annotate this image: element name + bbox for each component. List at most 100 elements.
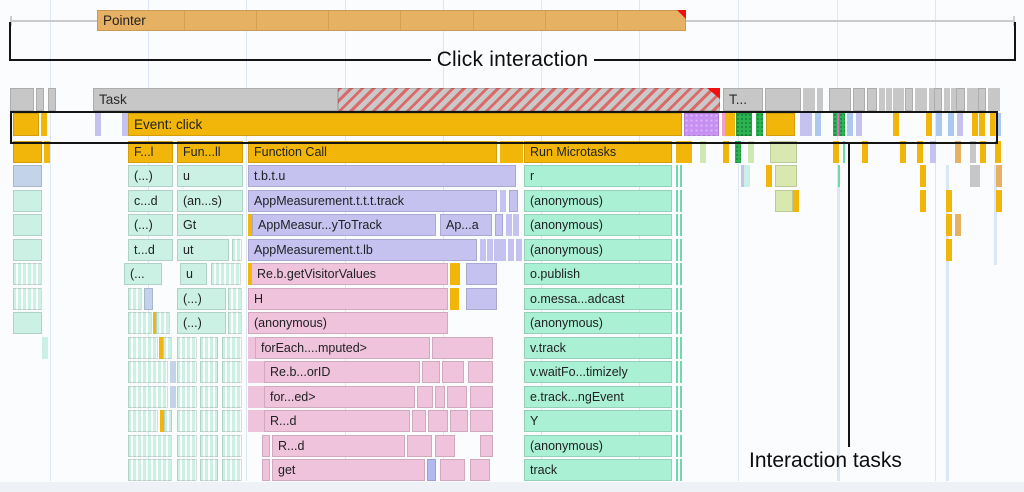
flame-bar[interactable] [495, 214, 503, 236]
flame-bar[interactable]: r [524, 165, 672, 187]
flame-bar[interactable]: Gt [177, 214, 243, 236]
flame-bar[interactable] [164, 410, 172, 432]
flame-bar[interactable]: R...d [264, 410, 410, 432]
flame-bar[interactable] [48, 88, 56, 111]
pointer-divider[interactable] [256, 11, 257, 30]
flame-bar[interactable]: (... [124, 263, 162, 285]
flame-bar[interactable] [44, 141, 50, 163]
flame-bar[interactable] [676, 141, 682, 163]
flame-bar[interactable] [946, 239, 952, 261]
interaction-tasks-label[interactable]: Interaction tasks [749, 449, 902, 472]
flame-bar[interactable] [893, 88, 899, 111]
flame-bar[interactable] [170, 361, 176, 383]
flame-bar[interactable] [930, 141, 936, 163]
pointer-divider[interactable] [545, 11, 546, 30]
flame-bar[interactable] [735, 141, 741, 163]
flame-bar[interactable] [253, 410, 259, 432]
flame-bar[interactable]: (...) [177, 312, 226, 334]
flame-bar[interactable] [500, 141, 506, 163]
task-hatched-region[interactable] [338, 88, 720, 111]
flame-bar[interactable] [867, 88, 877, 111]
flame-bar[interactable] [156, 312, 170, 334]
flame-bar[interactable] [128, 435, 172, 457]
flame-bar[interactable] [428, 410, 448, 432]
flame-bar[interactable] [447, 386, 467, 408]
flame-bar[interactable] [13, 141, 42, 163]
flame-bar[interactable] [917, 141, 923, 163]
flame-bar[interactable]: Function Call [248, 141, 497, 163]
flame-bar[interactable]: AppMeasurement.t.lb [248, 239, 477, 261]
flame-bar[interactable] [680, 190, 682, 212]
flame-bar[interactable] [676, 214, 678, 236]
flame-bar[interactable] [680, 312, 682, 334]
flame-bar[interactable] [839, 113, 845, 136]
flame-bar[interactable]: (an...s) [177, 190, 243, 212]
flame-bar[interactable] [800, 113, 806, 136]
flame-bar[interactable]: v.track [524, 337, 672, 359]
flame-bar[interactable] [248, 337, 254, 359]
flame-bar[interactable] [680, 459, 682, 481]
flame-bar[interactable] [128, 410, 158, 432]
flame-bar[interactable] [996, 165, 1002, 187]
flame-bar[interactable] [516, 239, 522, 261]
flame-bar[interactable] [435, 386, 445, 408]
flame-bar[interactable] [222, 361, 242, 383]
flame-bar[interactable] [680, 239, 682, 261]
flame-bar[interactable] [680, 361, 682, 383]
flame-bar[interactable] [766, 165, 772, 187]
flame-bar[interactable] [974, 165, 980, 187]
flame-bar[interactable] [407, 435, 432, 457]
flame-bar[interactable]: for...ed> [264, 386, 415, 408]
flame-bar[interactable] [177, 386, 197, 408]
flame-bar[interactable] [228, 312, 242, 334]
flame-bar[interactable] [775, 190, 793, 212]
flame-bar[interactable] [847, 113, 853, 136]
flame-bar[interactable] [128, 459, 172, 481]
flame-bar[interactable]: t.b.t.u [248, 165, 516, 187]
flame-bar[interactable] [432, 337, 493, 359]
flame-bar[interactable] [494, 239, 500, 261]
flame-bar[interactable]: Re.b...orID [264, 361, 420, 383]
pointer-divider[interactable] [328, 11, 329, 30]
flame-bar[interactable]: (anonymous) [524, 190, 672, 212]
faint-column[interactable] [837, 165, 840, 481]
flame-bar[interactable] [412, 410, 426, 432]
flame-bar[interactable] [900, 141, 906, 163]
flame-bar[interactable] [128, 288, 142, 310]
flame-bar[interactable] [920, 165, 926, 187]
flame-bar[interactable] [200, 337, 218, 359]
flame-bar[interactable] [508, 239, 514, 261]
flame-bar[interactable] [680, 288, 682, 310]
flame-bar[interactable]: (anonymous) [248, 312, 448, 334]
flame-bar[interactable] [253, 386, 259, 408]
flame-bar[interactable] [248, 214, 254, 236]
flame-bar[interactable] [417, 386, 433, 408]
flame-bar[interactable] [10, 88, 34, 111]
flame-bar[interactable] [200, 386, 218, 408]
flame-bar[interactable] [200, 435, 218, 457]
flame-bar[interactable] [454, 263, 460, 285]
flame-bar[interactable] [228, 288, 242, 310]
flame-bar[interactable] [793, 190, 799, 212]
flame-bar[interactable] [128, 312, 152, 334]
flame-bar[interactable] [453, 288, 459, 310]
flame-bar[interactable] [258, 361, 264, 383]
flame-bar[interactable] [500, 190, 506, 212]
flame-bar[interactable] [680, 435, 682, 457]
flame-bar[interactable] [506, 214, 512, 236]
flame-bar[interactable] [676, 459, 678, 481]
flame-bar[interactable] [450, 410, 468, 432]
pointer-divider[interactable] [400, 11, 401, 30]
flame-bar[interactable] [905, 88, 913, 111]
flame-bar[interactable] [253, 361, 259, 383]
flame-bar[interactable] [440, 459, 465, 481]
flame-bar[interactable] [480, 435, 493, 457]
flame-bar[interactable] [680, 410, 682, 432]
flame-bar[interactable] [468, 361, 493, 383]
flame-bar[interactable] [972, 113, 978, 136]
flame-bar[interactable] [815, 113, 821, 136]
flame-bar[interactable] [170, 386, 176, 408]
flame-bar[interactable] [128, 361, 168, 383]
flame-bar[interactable] [838, 165, 840, 187]
flame-bar[interactable] [258, 386, 264, 408]
